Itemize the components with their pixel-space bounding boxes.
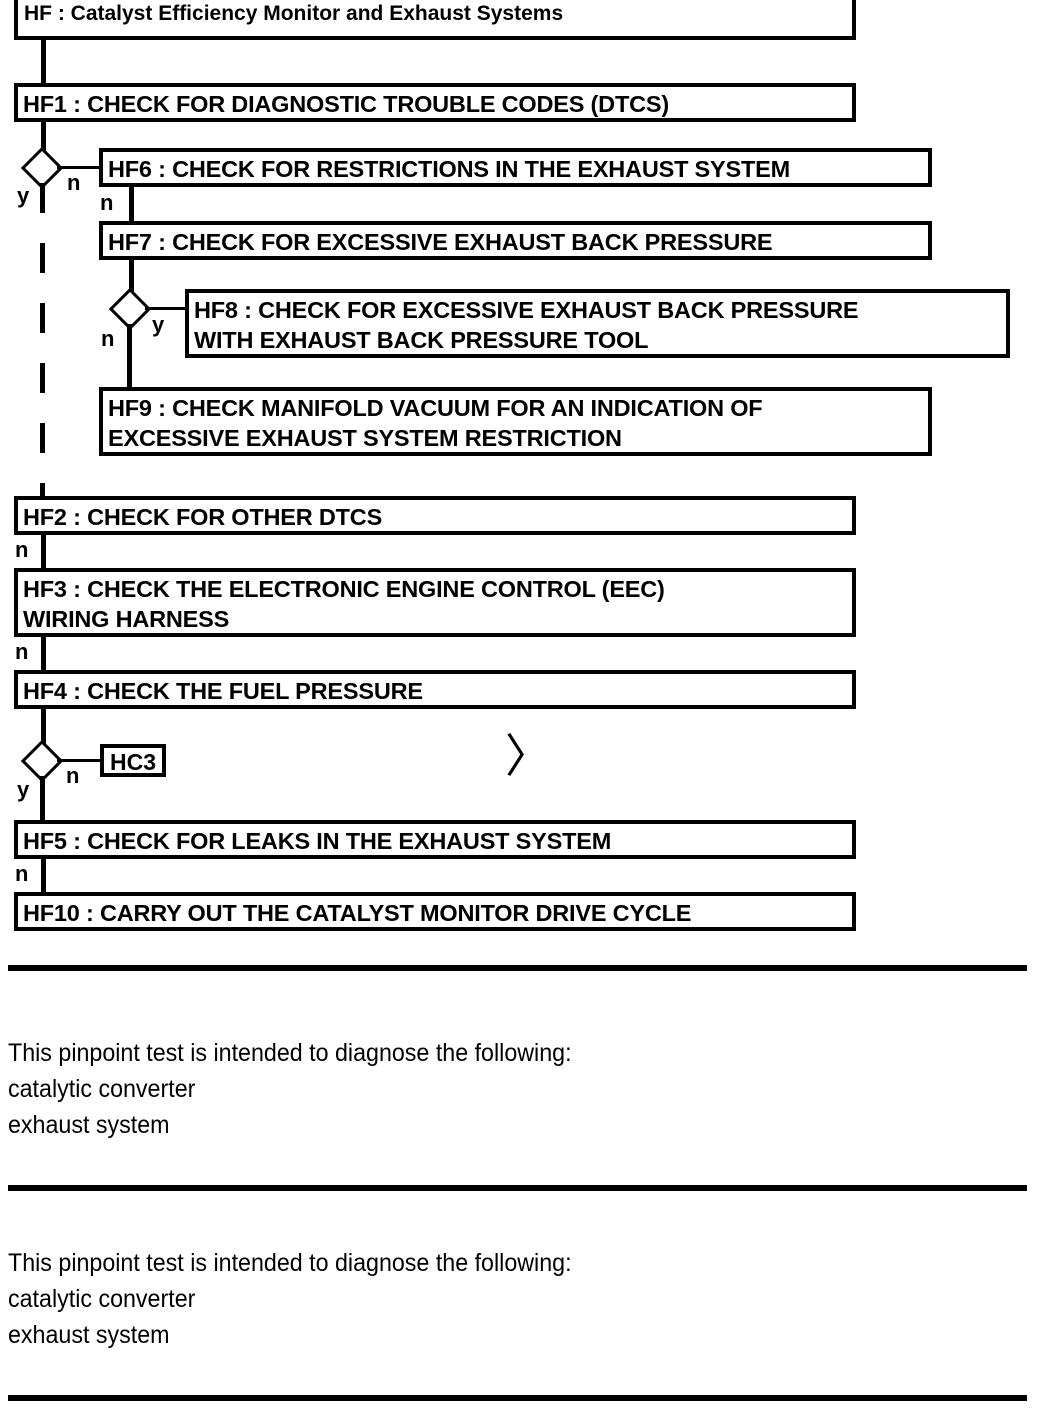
branch-label-d1-yes: y [17, 183, 30, 208]
flow-node-HF7[interactable]: HF7 : CHECK FOR EXCESSIVE EXHAUST BACK P… [99, 221, 932, 260]
connector-hf5-to-hf10 [41, 858, 46, 894]
branch-label-d2-yes: y [152, 312, 165, 337]
connector-decision2-to-hf8 [145, 307, 186, 310]
note-block-2: This pinpoint test is intended to diagno… [8, 1249, 572, 1349]
connector-decision1-yes-dashed [40, 183, 45, 497]
connector-hf3-to-hf4 [41, 636, 46, 672]
branch-label-d2-no: n [101, 326, 115, 351]
divider-rule-2 [8, 1185, 1027, 1191]
flow-node-HF5[interactable]: HF5 : CHECK FOR LEAKS IN THE EXHAUST SYS… [14, 820, 856, 859]
flow-node-HF9[interactable]: HF9 : CHECK MANIFOLD VACUUM FOR AN INDIC… [99, 387, 932, 456]
divider-rule-1 [8, 965, 1027, 971]
branch-label-hf2-no: n [15, 537, 29, 562]
flow-ref-node-HC3[interactable]: HC3 [100, 744, 166, 777]
branch-label-hf5-no: n [15, 861, 29, 886]
flow-node-HF1[interactable]: HF1 : CHECK FOR DIAGNOSTIC TROUBLE CODES… [14, 83, 856, 122]
flow-node-HF2[interactable]: HF2 : CHECK FOR OTHER DTCS [14, 496, 856, 535]
note-block-1: This pinpoint test is intended to diagno… [8, 1039, 572, 1139]
connector-hf2-to-hf3 [41, 534, 46, 570]
connector-decision3-to-hc3 [57, 759, 101, 762]
branch-label-hf6-no: n [100, 190, 114, 215]
branch-label-d3-no: n [66, 763, 80, 788]
connector-hf7-to-decision2 [129, 259, 134, 293]
flow-node-HF6[interactable]: HF6 : CHECK FOR RESTRICTIONS IN THE EXHA… [99, 148, 932, 187]
connector-hf4-to-decision3 [41, 708, 46, 744]
flow-node-HF4[interactable]: HF4 : CHECK THE FUEL PRESSURE [14, 670, 856, 709]
connector-decision3-yes-to-hf5 [40, 776, 45, 821]
connector-hf1-to-decision1 [41, 121, 46, 156]
branch-label-hf3-no: n [15, 639, 29, 664]
branch-label-d3-yes: y [17, 777, 30, 802]
flow-node-HF8[interactable]: HF8 : CHECK FOR EXCESSIVE EXHAUST BACK P… [185, 289, 1010, 358]
flow-node-HF10[interactable]: HF10 : CARRY OUT THE CATALYST MONITOR DR… [14, 892, 856, 931]
divider-rule-3 [8, 1395, 1027, 1401]
connector-decision2-to-hf9 [127, 324, 132, 389]
flow-node-HF[interactable]: HF : Catalyst Efficiency Monitor and Exh… [14, 0, 856, 40]
connector-hf6-to-hf7 [129, 186, 134, 224]
connector-hf-to-hf1 [41, 40, 46, 85]
branch-label-d1-no: n [67, 170, 81, 195]
connector-decision1-to-hf6 [57, 166, 101, 169]
flow-node-HF3[interactable]: HF3 : CHECK THE ELECTRONIC ENGINE CONTRO… [14, 568, 856, 637]
chevron-right-icon: 〉 [505, 731, 551, 782]
